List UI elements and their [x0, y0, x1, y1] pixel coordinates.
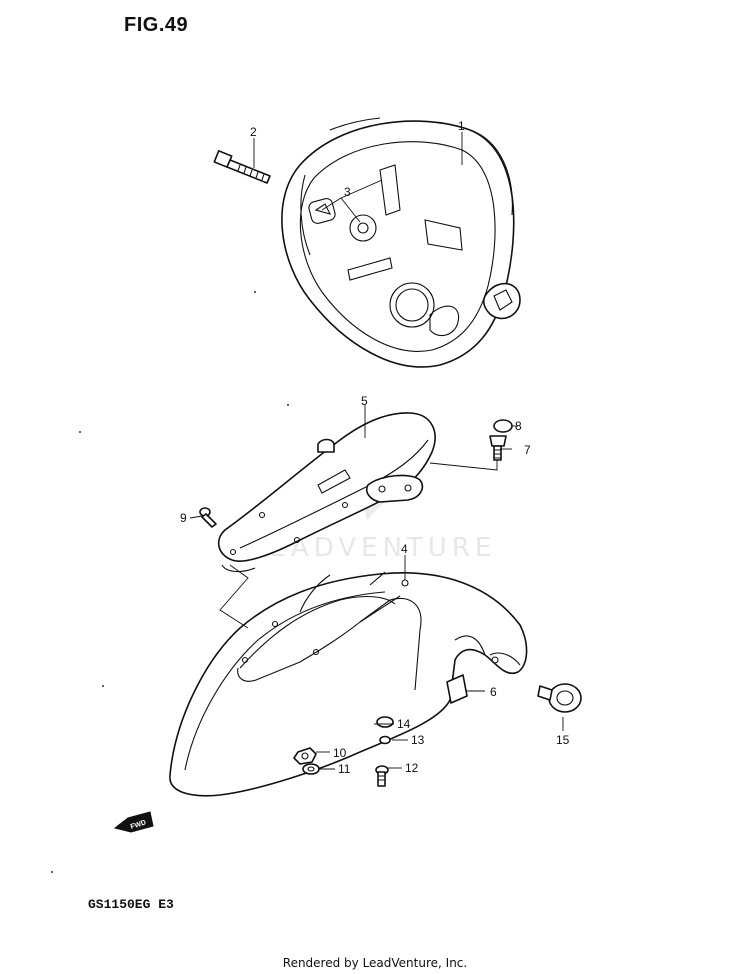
bolt-part-12: [375, 765, 389, 787]
headlight-housing: [281, 117, 521, 368]
screw-part-7: [489, 435, 507, 461]
washer-part-13: [379, 735, 391, 745]
fwd-label: FWD: [130, 819, 147, 831]
callout-7: 7: [524, 443, 531, 457]
callout-12: 12: [405, 761, 419, 775]
callout-11: 11: [338, 762, 351, 776]
model-code: GS1150EG E3: [88, 897, 174, 912]
callout-6: 6: [490, 685, 497, 699]
fender-plate-part-5: [217, 412, 436, 573]
nut-part-14: [376, 716, 394, 728]
footer-credit: Rendered by LeadVenture, Inc.: [282, 956, 468, 970]
figure-title: FIG.49: [124, 14, 189, 36]
callout-14: 14: [397, 717, 411, 731]
callout-labels: 1 2 3 5 8 7 9 4 6 15 14 13 10 11 12: [180, 119, 570, 776]
callout-8: 8: [515, 419, 522, 433]
callout-10: 10: [333, 746, 347, 760]
forward-arrow-icon: FWD: [113, 811, 154, 833]
nut-part-10: [293, 747, 317, 765]
screw-part-9: [199, 507, 217, 528]
callout-4: 4: [401, 542, 408, 556]
front-fender-part-4: [169, 571, 528, 797]
callout-5: 5: [361, 394, 368, 408]
callout-13: 13: [411, 733, 425, 747]
callout-2: 2: [250, 125, 257, 139]
washer-part-11: [302, 763, 320, 775]
callout-9: 9: [180, 511, 187, 525]
scan-specks: [51, 291, 289, 873]
leader-lines: [189, 132, 564, 770]
cable-guide-part-15: [537, 683, 582, 713]
callout-3: 3: [344, 185, 351, 199]
cap-part-8: [493, 419, 513, 433]
callout-1: 1: [458, 119, 465, 133]
clamp-part-6: [446, 674, 468, 704]
callout-15: 15: [556, 733, 570, 747]
bolt-part-2: [213, 150, 271, 184]
